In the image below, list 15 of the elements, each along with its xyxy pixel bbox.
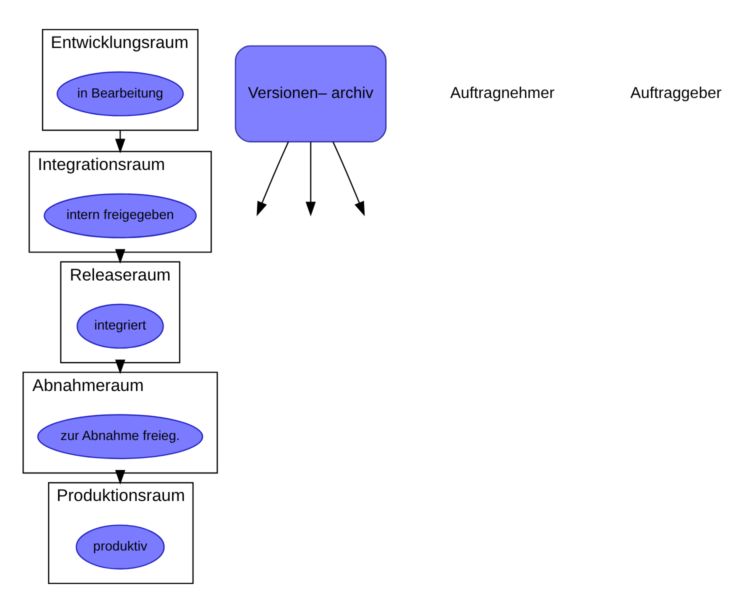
arrow: [115, 130, 126, 153]
arrow: [306, 141, 316, 216]
node-ellipse: intern freigegeben: [44, 192, 197, 238]
arrow: [115, 359, 126, 374]
node-ellipse: integriert: [76, 303, 164, 348]
label: Auftragnehmer: [450, 84, 555, 102]
arrow: [332, 141, 365, 216]
arrow: [256, 141, 289, 216]
arrow: [115, 470, 126, 484]
node-ellipse: in Bearbeitung: [56, 70, 184, 116]
node-ellipse: produktiv: [76, 524, 165, 569]
arrow: [115, 248, 126, 264]
node-ellipse: zur Abnahme freieg.: [37, 414, 204, 459]
node-box: Versionen– archiv: [234, 44, 387, 142]
label: Auftraggeber: [630, 84, 722, 102]
